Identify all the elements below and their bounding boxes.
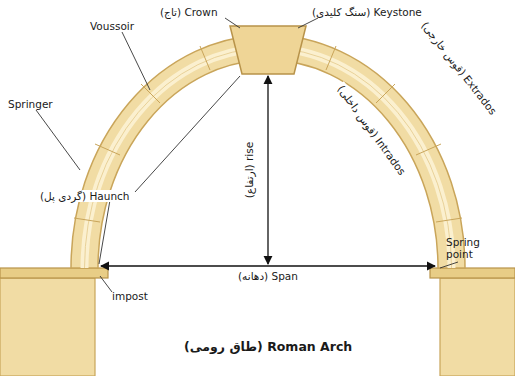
arch-band-line (85, 48, 452, 268)
caption-text: (طاق رومی) Roman Arch (184, 340, 352, 354)
left-pillar (0, 278, 95, 376)
voussoir-label: Voussoir (90, 20, 134, 32)
span-label: (دهانه) Span (236, 270, 300, 282)
leader-lines (36, 18, 458, 292)
impost-label: impost (112, 290, 148, 302)
keystone-block (230, 26, 306, 74)
crown-label: (تاج) Crown (160, 6, 218, 18)
spring-point-label: Spring point (446, 236, 504, 260)
rise-label: (ارتفاع) rise (243, 140, 255, 200)
rise-arrow (267, 76, 268, 264)
left-impost (0, 268, 108, 278)
springer-label: Springer (8, 98, 53, 110)
right-pillar (440, 278, 515, 376)
keystone-label: (سنگ کلیدی) Keystone (312, 6, 422, 18)
arch-band (85, 48, 452, 268)
right-impost (430, 268, 515, 278)
extrados-label: (قوس خارجی) Extrados (419, 19, 499, 117)
span-arrow (101, 265, 435, 266)
haunch-label: (گردی پل) Haunch (38, 190, 132, 202)
